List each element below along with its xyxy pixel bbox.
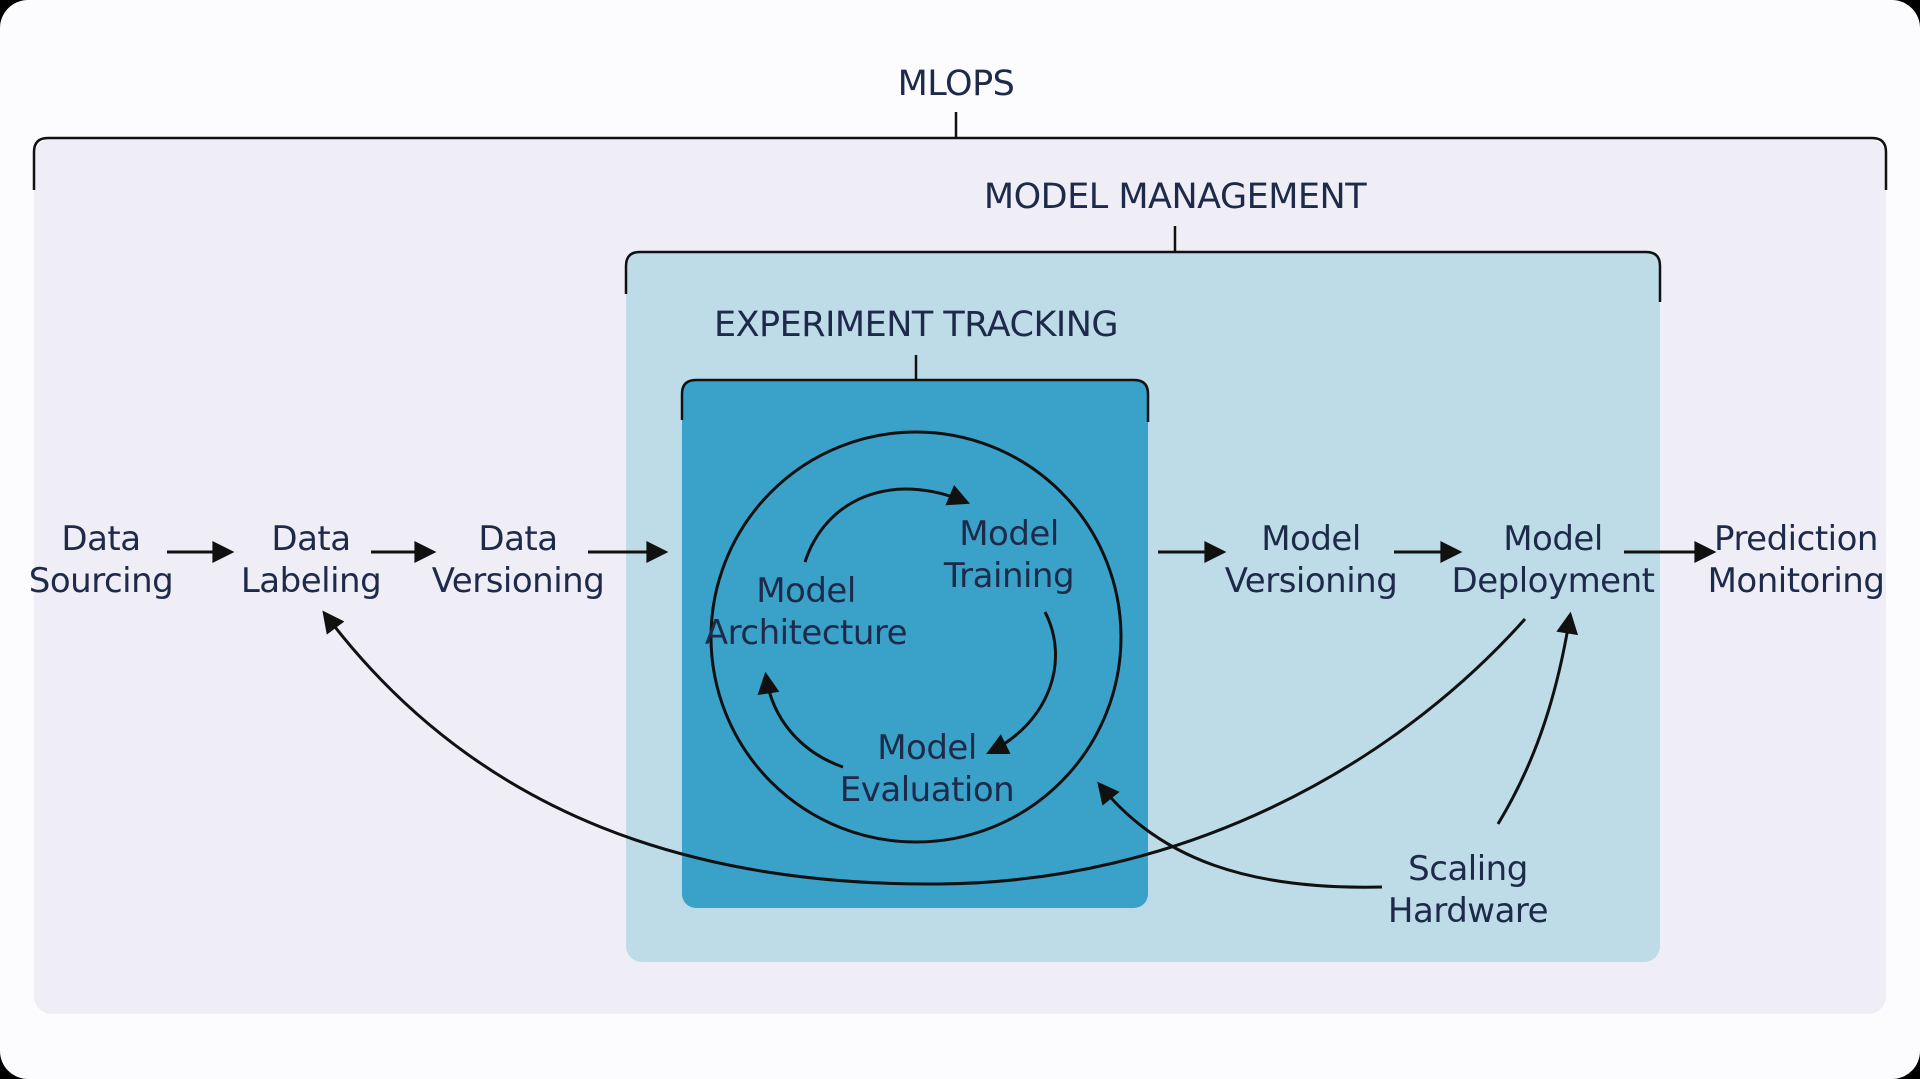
model-management-bracket — [624, 226, 1662, 302]
model-architecture-label-line1: Model — [756, 571, 856, 611]
model-deployment-label-line2: Deployment — [1452, 561, 1655, 601]
data-versioning-label-line2: Versioning — [432, 561, 605, 601]
model-management-title: MODEL MANAGEMENT — [984, 177, 1367, 217]
data-labeling-node: Data Labeling — [241, 519, 382, 601]
model-versioning-node: Model Versioning — [1225, 519, 1398, 601]
model-training-label-line1: Model — [959, 514, 1059, 554]
mlops-title: MLOPS — [898, 64, 1015, 104]
model-deployment-label-line1: Model — [1503, 519, 1603, 559]
prediction-monitoring-label-line1: Prediction — [1714, 519, 1878, 559]
model-evaluation-label-line1: Model — [877, 728, 977, 768]
scaling-hardware-label-line1: Scaling — [1408, 849, 1528, 889]
experiment-tracking-bracket — [680, 355, 1150, 422]
data-sourcing-label-line1: Data — [61, 519, 140, 559]
prediction-monitoring-node: Prediction Monitoring — [1708, 519, 1885, 601]
model-evaluation-node: Model Evaluation — [840, 728, 1015, 810]
model-versioning-label-line2: Versioning — [1225, 561, 1398, 601]
experiment-tracking-title: EXPERIMENT TRACKING — [714, 305, 1118, 345]
experiment-cycle-circle — [709, 430, 1123, 844]
deployment-to-labeling-feedback-arrow — [322, 610, 1527, 886]
model-evaluation-label-line2: Evaluation — [840, 770, 1014, 810]
scaling-to-deployment-arrow — [1496, 611, 1579, 825]
experiment-tracking-region — [682, 380, 1148, 908]
data-labeling-label-line2: Labeling — [241, 561, 381, 601]
data-sourcing-node: Data Sourcing — [29, 519, 174, 601]
architecture-to-training-arrow — [803, 485, 971, 563]
model-versioning-label-line1: Model — [1261, 519, 1361, 559]
data-versioning-label-line1: Data — [478, 519, 557, 559]
model-training-label-line2: Training — [943, 556, 1074, 596]
mlops-bracket — [32, 112, 1888, 190]
model-deployment-node: Model Deployment — [1452, 519, 1656, 601]
evaluation-to-architecture-arrow — [757, 671, 844, 769]
prediction-monitoring-label-line2: Monitoring — [1708, 561, 1885, 601]
scaling-to-experiment-arrow — [1097, 781, 1383, 889]
scaling-hardware-label-line2: Hardware — [1388, 891, 1548, 931]
model-training-node: Model Training — [943, 514, 1075, 596]
model-architecture-node: Model Architecture — [705, 571, 908, 653]
data-labeling-label-line1: Data — [271, 519, 350, 559]
training-to-evaluation-arrow — [986, 611, 1058, 754]
data-versioning-node: Data Versioning — [432, 519, 605, 601]
scaling-hardware-node: Scaling Hardware — [1388, 849, 1549, 931]
data-sourcing-label-line2: Sourcing — [29, 561, 173, 601]
model-architecture-label-line2: Architecture — [705, 613, 907, 653]
